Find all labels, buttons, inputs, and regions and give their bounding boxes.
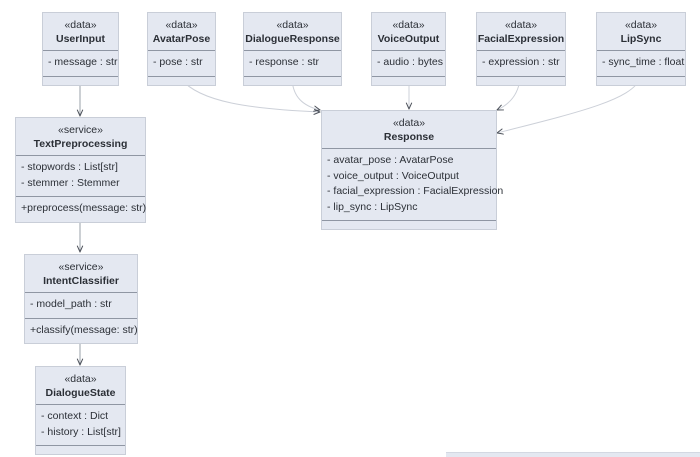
method: +classify(message: str) [30, 323, 138, 336]
attribute: - model_path : str [30, 298, 112, 310]
class-box-lipsync[interactable]: «data» LipSync - sync_time : float [596, 12, 686, 86]
class-box-intentclassifier[interactable]: «service» IntentClassifier - model_path … [24, 254, 138, 344]
class-box-userinput[interactable]: «data» UserInput - message : str [42, 12, 119, 86]
attribute: - voice_output : VoiceOutput [327, 169, 459, 182]
stereotype-label: «data» [392, 117, 426, 129]
class-name: LipSync [620, 33, 662, 45]
attribute: - stemmer : Stemmer [21, 176, 120, 189]
class-box-response[interactable]: «data» Response - avatar_pose : AvatarPo… [321, 110, 504, 230]
attribute: - facial_expression : FacialExpression [327, 185, 504, 197]
offscreen-box-edge [446, 452, 700, 457]
methods-compartment [148, 75, 215, 85]
attribute: - message : str [48, 56, 118, 68]
edge-avatarpose-response [180, 78, 320, 112]
method: +preprocess(message: str) [21, 202, 147, 214]
attribute: - expression : str [482, 56, 560, 68]
class-box-dialoguestate[interactable]: «data» DialogueState - context : Dict - … [35, 366, 126, 455]
attribute: - avatar_pose : AvatarPose [327, 154, 454, 166]
attribute: - context : Dict [41, 410, 109, 422]
attribute: - audio : bytes [377, 56, 443, 68]
class-box-facialexpression[interactable]: «data» FacialExpression - expression : s… [476, 12, 566, 86]
attribute: - sync_time : float [602, 56, 685, 68]
attribute: - history : List[str] [41, 425, 121, 438]
stereotype-label: «data» [392, 19, 425, 31]
attribute: - pose : str [153, 56, 203, 68]
class-box-avatarpose[interactable]: «data» AvatarPose - pose : str [147, 12, 216, 86]
class-name: TextPreprocessing [33, 138, 128, 150]
methods-compartment [477, 75, 565, 85]
stereotype-label: «service» [58, 261, 104, 273]
class-name: FacialExpression [477, 33, 565, 45]
class-name: DialogueResponse [245, 33, 340, 45]
stereotype-label: «data» [64, 19, 97, 31]
class-name: VoiceOutput [377, 33, 440, 45]
attribute: - response : str [249, 56, 320, 68]
stereotype-label: «data» [276, 19, 309, 31]
methods-compartment [43, 75, 118, 85]
methods-compartment [597, 75, 685, 85]
class-box-textpreprocessing[interactable]: «service» TextPreprocessing - stopwords … [15, 117, 146, 223]
class-name: DialogueState [45, 387, 116, 399]
methods-compartment [322, 220, 496, 229]
stereotype-label: «data» [64, 373, 97, 385]
methods-compartment [36, 445, 125, 454]
stereotype-label: «data» [165, 19, 198, 31]
attribute: - stopwords : List[str] [21, 161, 118, 173]
class-box-voiceoutput[interactable]: «data» VoiceOutput - audio : bytes [371, 12, 446, 86]
class-name: Response [383, 131, 435, 143]
class-name: AvatarPose [152, 33, 211, 45]
stereotype-label: «data» [624, 19, 658, 31]
class-box-dialogueresponse[interactable]: «data» DialogueResponse - response : str [243, 12, 342, 86]
methods-compartment [244, 75, 341, 85]
stereotype-label: «data» [504, 19, 538, 31]
methods-compartment [372, 75, 445, 85]
attribute: - lip_sync : LipSync [327, 200, 418, 213]
edge-lipsync-response [497, 78, 641, 133]
class-name: IntentClassifier [43, 275, 119, 287]
class-name: UserInput [55, 33, 105, 45]
stereotype-label: «service» [58, 124, 103, 136]
